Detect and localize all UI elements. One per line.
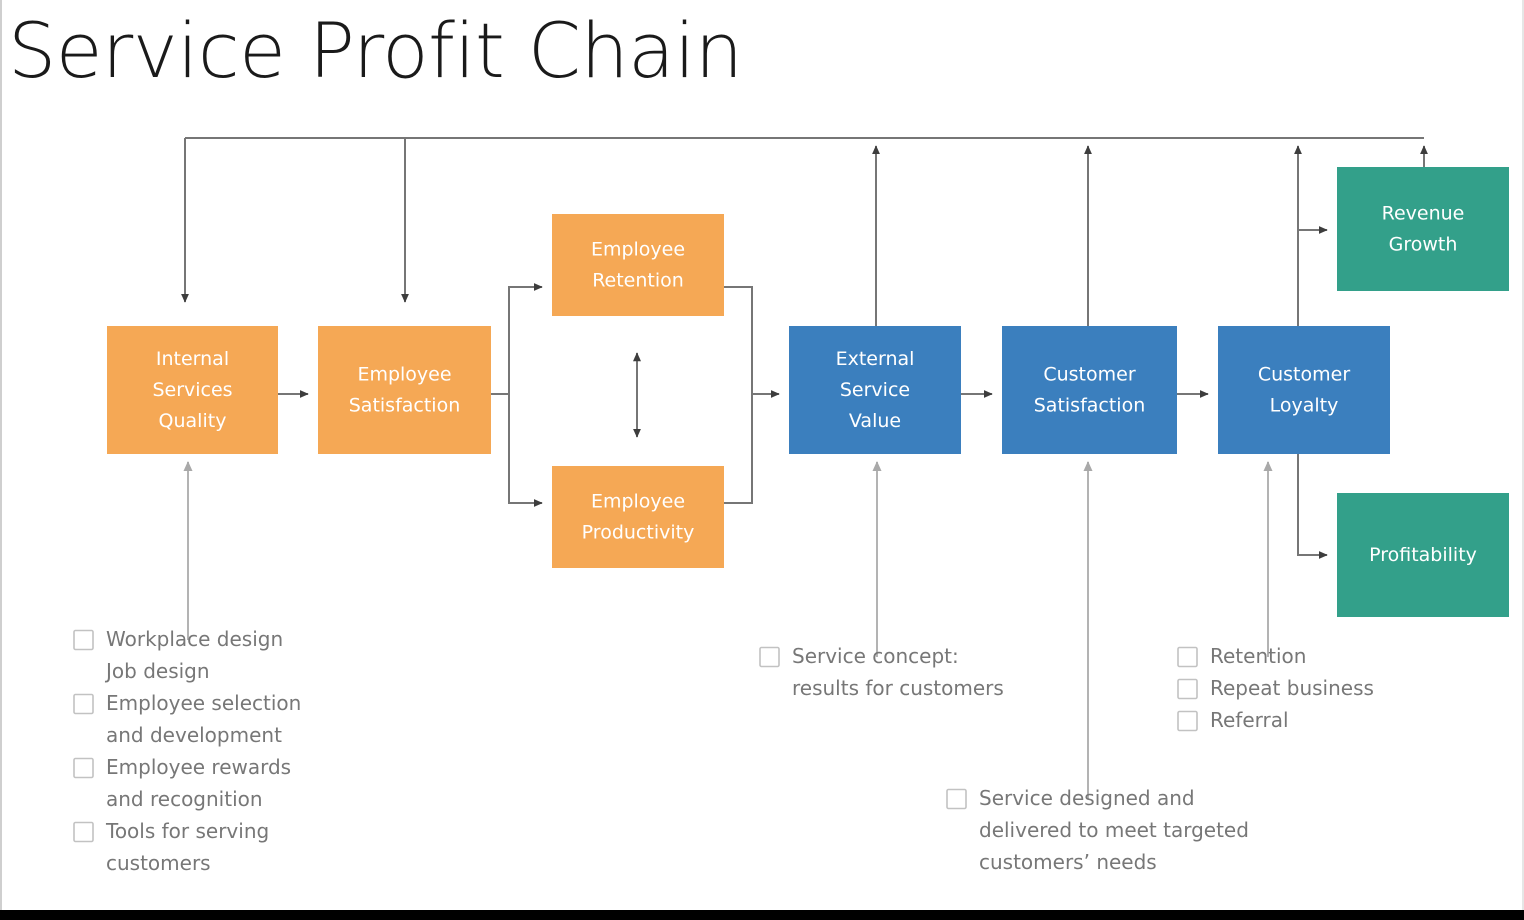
node-employee-productivity-rect — [552, 466, 724, 568]
external-service-value-checklist: Service concept:results for customers — [759, 644, 1004, 700]
connector-customer-loyalty-to-profitability — [1297, 454, 1328, 559]
node-external-service-value-rect — [789, 326, 961, 454]
node-customer-satisfaction-rect — [1002, 326, 1177, 454]
checklist-item-label: Service concept:results for customers — [792, 644, 1004, 700]
checkbox-icon[interactable] — [73, 693, 94, 715]
page-title: Service Profit Chain — [8, 6, 743, 95]
feedback-loop-bar — [181, 137, 1428, 326]
connector-retention-to-external-service-value — [724, 286, 780, 398]
checkbox-icon[interactable] — [73, 821, 94, 843]
node-profitability-label: Profitability — [1369, 544, 1477, 566]
checklist-item-label: Retention — [1210, 644, 1306, 668]
chain-connectors — [278, 226, 1328, 559]
node-profitability-rect — [1337, 493, 1509, 617]
checklist-item[interactable]: Service concept:results for customers — [759, 644, 1004, 700]
checklist-item-label: Referral — [1210, 708, 1289, 732]
node-customer-loyalty-rect — [1218, 326, 1390, 454]
frame-left-edge — [0, 0, 2, 920]
checkbox-icon[interactable] — [73, 629, 94, 651]
connector-satisfaction-to-retention — [491, 283, 543, 395]
checkbox-icon[interactable] — [946, 788, 967, 810]
checklist-item[interactable]: Repeat business — [1177, 676, 1374, 700]
checkbox-icon[interactable] — [73, 757, 94, 779]
checkbox-icon[interactable] — [1177, 678, 1198, 700]
connector-productivity-to-external-service-value — [724, 394, 753, 504]
checklist-leader-lines — [183, 461, 1273, 799]
checkbox-icon[interactable] — [1177, 646, 1198, 668]
node-employee-satisfaction-rect — [318, 326, 491, 454]
checkbox-icon[interactable] — [1177, 710, 1198, 732]
frame-bottom-edge — [0, 910, 1524, 920]
node-internal-services-quality-rect — [107, 326, 278, 454]
frame-right-edge — [1522, 0, 1524, 920]
node-revenue-growth-rect — [1337, 167, 1509, 291]
checklist-item[interactable]: Referral — [1177, 708, 1289, 732]
node-employee-retention-rect — [552, 214, 724, 316]
checklist-item[interactable]: Retention — [1177, 644, 1306, 668]
checkbox-icon[interactable] — [759, 646, 780, 668]
node-profitability[interactable]: Profitability — [1337, 493, 1509, 617]
connector-satisfaction-to-productivity — [508, 394, 543, 507]
checklist-item-label: Repeat business — [1210, 676, 1374, 700]
